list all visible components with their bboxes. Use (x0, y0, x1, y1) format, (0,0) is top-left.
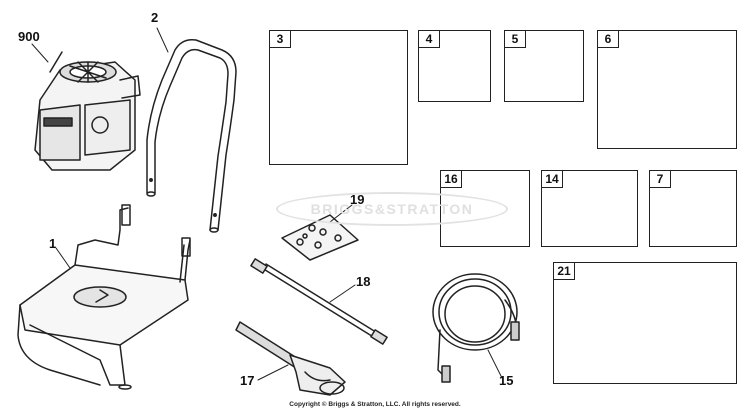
box-7-label: 7 (649, 170, 671, 188)
box-16-label: 16 (440, 170, 462, 188)
callout-engine: 900 (18, 29, 40, 44)
decal-kit-drawing (281, 214, 359, 261)
box-6: 6 (597, 30, 737, 149)
box-7: 7 (649, 170, 737, 247)
handle-drawing (146, 38, 237, 233)
box-3-label: 3 (269, 30, 291, 48)
box-4-label: 4 (418, 30, 440, 48)
callout-lance: 18 (356, 274, 371, 289)
hose-drawing (432, 273, 520, 383)
frame-drawing (17, 204, 191, 390)
box-21: 21 (553, 262, 737, 384)
engine-drawing (34, 51, 141, 171)
callout-frame: 1 (49, 236, 57, 251)
box-14: 14 (541, 170, 638, 247)
brand-watermark: BRIGGS&STRATTON (276, 192, 508, 226)
box-14-label: 14 (541, 170, 563, 188)
box-4: 4 (418, 30, 491, 102)
callout-handle: 2 (151, 10, 159, 25)
box-3: 3 (269, 30, 408, 165)
box-21-label: 21 (553, 262, 575, 280)
callout-gun: 17 (240, 373, 255, 388)
box-5-label: 5 (504, 30, 526, 48)
box-6-label: 6 (597, 30, 619, 48)
lance-drawing (250, 258, 388, 345)
copyright-notice: Copyright © Briggs & Stratton, LLC. All … (289, 401, 461, 408)
spray-gun-drawing (235, 321, 346, 396)
box-5: 5 (504, 30, 584, 102)
callout-hose: 15 (499, 373, 514, 388)
